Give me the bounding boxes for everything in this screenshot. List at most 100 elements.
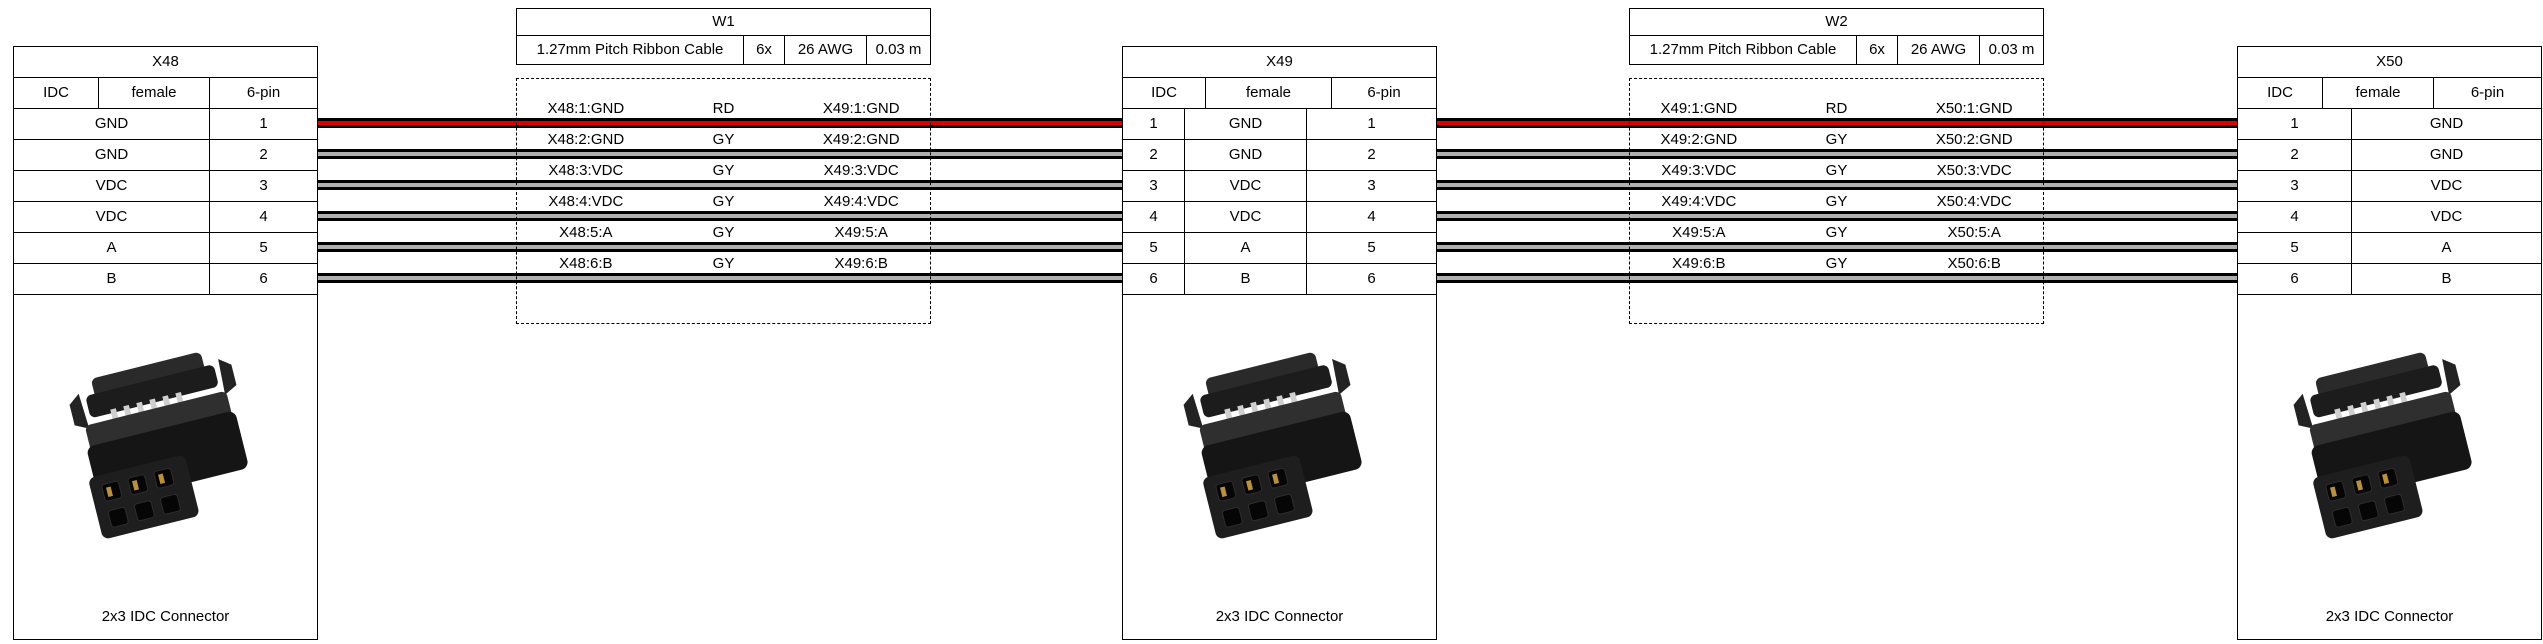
wire-from-label: X49:2:GND xyxy=(1654,131,1744,149)
wire-label-cell: GY xyxy=(655,224,793,242)
pin-cell-pin_in: 3 xyxy=(1123,171,1185,201)
pin-cell-pin_in: 5 xyxy=(1123,233,1185,263)
wire-to-label: X50:3:VDC xyxy=(1930,162,2018,180)
wire-label-cell: GY xyxy=(655,193,793,211)
wire-label-cell: X49:3:VDC xyxy=(792,162,930,180)
pin-cell-pin: 4 xyxy=(2238,202,2352,232)
wire-w1-3 xyxy=(318,180,1122,190)
wire-label-cell: X49:3:VDC xyxy=(1630,162,1768,180)
wire-label-cell: X49:4:VDC xyxy=(1630,193,1768,211)
cable-length: 0.03 m xyxy=(1988,41,2035,58)
wire-color-code: GY xyxy=(706,131,741,149)
wire-to-label: X49:5:A xyxy=(828,224,894,242)
wire-label-row: X49:2:GND GY X50:2:GND xyxy=(1630,131,2043,149)
wire-color-code: GY xyxy=(1819,255,1854,273)
wire-color-code: RD xyxy=(1819,100,1854,118)
pin-cell-pin_in: 6 xyxy=(1123,264,1185,294)
wire-label-cell: X49:2:GND xyxy=(1630,131,1768,149)
pin-cell-name: VDC xyxy=(1185,171,1307,201)
wire-label-cell: GY xyxy=(655,255,793,273)
pin-cell-name: GND xyxy=(1185,140,1307,170)
pin-cell-name: VDC xyxy=(2430,208,2463,225)
wire-w1-4 xyxy=(318,211,1122,221)
pin-cell-name: A xyxy=(2441,239,2452,256)
wire-label-cell: X48:4:VDC xyxy=(517,193,655,211)
cable-gauge: 26 AWG xyxy=(1898,36,1980,64)
pin-cell-name: GND xyxy=(1185,109,1307,139)
wire-label-cell: X50:5:A xyxy=(1905,224,2043,242)
wire-label-cell: X49:5:A xyxy=(1630,224,1768,242)
cable-wirecount: 6x xyxy=(744,36,785,64)
wire-label-cell: GY xyxy=(1768,255,1906,273)
pin-cell-name: A xyxy=(1185,233,1307,263)
pin-cell-pin: 5 xyxy=(2238,233,2352,263)
wire-from-label: X48:5:A xyxy=(553,224,619,242)
idc-connector-image xyxy=(2275,331,2505,571)
connector-pincount: 6-pin xyxy=(246,84,281,101)
wire-from-label: X48:6:B xyxy=(553,255,619,273)
connector-photo xyxy=(14,295,317,607)
wire-to-label: X50:5:A xyxy=(1941,224,2007,242)
pin-cell-name: VDC xyxy=(1185,202,1307,232)
wire-color-code: GY xyxy=(706,255,741,273)
connector-type: IDC xyxy=(1123,78,1206,108)
pin-cell-name: GND xyxy=(2429,115,2464,132)
wire-from-label: X48:1:GND xyxy=(541,100,631,118)
wire-w2-2 xyxy=(1437,149,2237,159)
connector-title: X49 xyxy=(1123,47,1436,78)
pin-cell-name: B xyxy=(1185,264,1307,294)
wire-to-label: X50:6:B xyxy=(1941,255,2007,273)
pin-cell-pin_in: 2 xyxy=(1123,140,1185,170)
connector-attributes: IDC female 6-pin xyxy=(14,78,317,109)
wire-w2-1 xyxy=(1437,118,2237,128)
cable-length: 0.03 m xyxy=(875,41,922,58)
pin-cell-pin_in: 4 xyxy=(1123,202,1185,232)
cable-attributes: 1.27mm Pitch Ribbon Cable 6x 26 AWG 0.03… xyxy=(1629,36,2044,65)
pin-cell-name: B xyxy=(2441,270,2452,287)
pin-cell-pin: 2 xyxy=(2238,140,2352,170)
wire-color-code: GY xyxy=(1819,131,1854,149)
pin-cell-pin: 1 xyxy=(259,115,268,132)
pin-cell-pin_out: 1 xyxy=(1367,115,1376,132)
pin-cell-pin: 6 xyxy=(2238,264,2352,294)
connector-pincount: 6-pin xyxy=(2470,84,2505,101)
connector-type: IDC xyxy=(14,78,99,108)
pin-cell-pin: 2 xyxy=(259,146,268,163)
wire-label-cell: RD xyxy=(655,100,793,118)
wire-w2-5 xyxy=(1437,242,2237,252)
pin-cell-name: A xyxy=(14,233,210,263)
wire-label-cell: X49:6:B xyxy=(1630,255,1768,273)
idc-connector-image xyxy=(1165,331,1395,571)
wire-label-cell: X48:6:B xyxy=(517,255,655,273)
wire-to-label: X50:2:GND xyxy=(1929,131,2019,149)
wire-from-label: X49:6:B xyxy=(1666,255,1732,273)
wire-from-label: X49:1:GND xyxy=(1654,100,1744,118)
pin-cell-pin_out: 4 xyxy=(1367,208,1376,225)
wire-w1-1 xyxy=(318,118,1122,128)
cable-gauge: 26 AWG xyxy=(785,36,867,64)
wire-color-code: GY xyxy=(706,224,741,242)
pin-cell-pin: 4 xyxy=(259,208,268,225)
cable-node-w2: W2 1.27mm Pitch Ribbon Cable 6x 26 AWG 0… xyxy=(1629,8,2044,324)
pin-cell-pin: 6 xyxy=(259,270,268,287)
wire-label-cell: X49:1:GND xyxy=(792,100,930,118)
wire-color-code: GY xyxy=(706,162,741,180)
cable-attributes: 1.27mm Pitch Ribbon Cable 6x 26 AWG 0.03… xyxy=(516,36,931,65)
pin-cell-pin: 3 xyxy=(2238,171,2352,201)
